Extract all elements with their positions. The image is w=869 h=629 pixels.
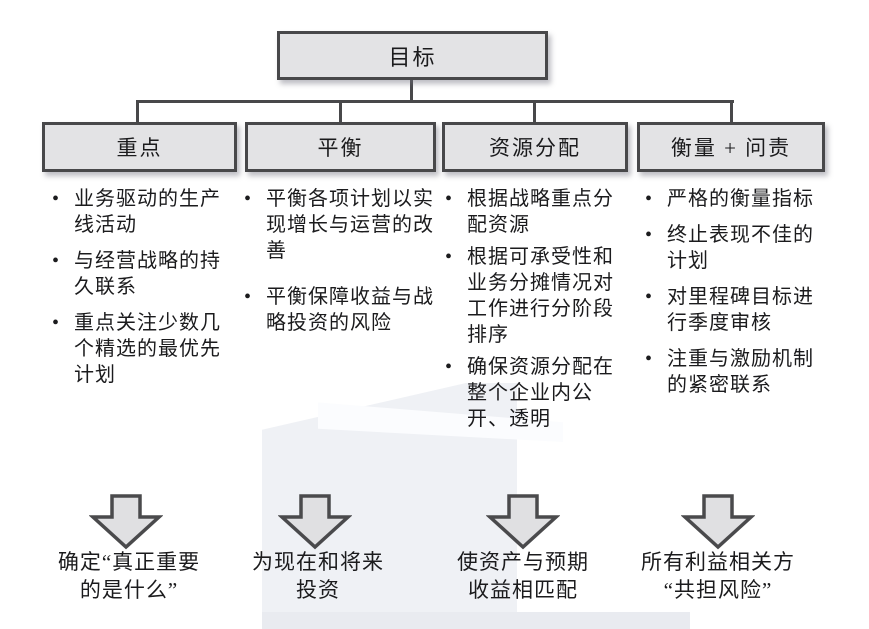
bullet-icon: • bbox=[244, 286, 252, 308]
bullet-icon: • bbox=[445, 356, 453, 378]
down-arrow-icon bbox=[278, 494, 352, 550]
bullet-text: 对里程碑目标进行季度审核 bbox=[667, 286, 814, 334]
bullet-text: 根据战略重点分配资源 bbox=[467, 188, 614, 236]
bullet-text: 平衡保障收益与战略投资的风险 bbox=[266, 286, 434, 334]
bullet-text: 确保资源分配在整个企业内公开、透明 bbox=[467, 356, 614, 430]
list-item: • 严格的衡量指标 bbox=[645, 186, 827, 212]
down-arrow-icon bbox=[486, 494, 560, 550]
goal-label: 目标 bbox=[388, 44, 437, 70]
bullet-icon: • bbox=[645, 188, 653, 210]
bullet-text: 终止表现不佳的计划 bbox=[667, 224, 814, 272]
list-item: • 注重与激励机制的紧密联系 bbox=[645, 346, 827, 398]
down-arrow-icon bbox=[681, 494, 755, 550]
watermark-strip bbox=[262, 612, 690, 629]
list-item: • 业务驱动的生产线活动 bbox=[52, 186, 238, 238]
bullet-list-balance: • 平衡各项计划以实现增长与运营的改善 • 平衡保障收益与战略投资的风险 bbox=[244, 186, 440, 356]
list-item: • 对里程碑目标进行季度审核 bbox=[645, 284, 827, 336]
list-item: • 根据可承受性和业务分摊情况对工作进行分阶段排序 bbox=[445, 244, 631, 348]
down-arrow-icon bbox=[89, 494, 163, 550]
header-box-measure-accountability: 衡量 + 问责 bbox=[637, 122, 825, 172]
connector-stub-focus bbox=[136, 100, 139, 124]
bullet-text: 业务驱动的生产线活动 bbox=[74, 188, 221, 236]
list-item: • 与经营战略的持久联系 bbox=[52, 248, 238, 300]
bullet-text: 平衡各项计划以实现增长与运营的改善 bbox=[266, 188, 434, 262]
caption-resource-allocation: 使资产与预期 收益相匹配 bbox=[457, 550, 589, 602]
bullet-icon: • bbox=[445, 188, 453, 210]
connector-stub-measure bbox=[730, 100, 733, 124]
connector-horizontal bbox=[136, 100, 734, 103]
bullet-list-focus: • 业务驱动的生产线活动 • 与经营战略的持久联系 • 重点关注少数几个精选的最… bbox=[52, 186, 238, 398]
bullet-list-resource-allocation: • 根据战略重点分配资源 • 根据可承受性和业务分摊情况对工作进行分阶段排序 •… bbox=[445, 186, 631, 438]
bullet-icon: • bbox=[52, 250, 60, 272]
goal-box: 目标 bbox=[277, 31, 548, 80]
list-item: • 平衡各项计划以实现增长与运营的改善 bbox=[244, 186, 440, 264]
list-item: • 终止表现不佳的计划 bbox=[645, 222, 827, 274]
bullet-text: 根据可承受性和业务分摊情况对工作进行分阶段排序 bbox=[467, 246, 614, 346]
bullet-text: 重点关注少数几个精选的最优先计划 bbox=[74, 312, 221, 386]
bullet-icon: • bbox=[52, 312, 60, 334]
header-box-resource-allocation: 资源分配 bbox=[442, 122, 628, 172]
bullet-icon: • bbox=[244, 188, 252, 210]
bullet-text: 与经营战略的持久联系 bbox=[74, 250, 221, 298]
bullet-icon: • bbox=[645, 224, 653, 246]
caption-balance: 为现在和将来 投资 bbox=[252, 550, 384, 602]
bullet-icon: • bbox=[445, 246, 453, 268]
bullet-text: 严格的衡量指标 bbox=[667, 188, 814, 210]
list-item: • 平衡保障收益与战略投资的风险 bbox=[244, 284, 440, 336]
header-label-focus: 重点 bbox=[116, 136, 163, 160]
connector-stub-resource bbox=[533, 100, 536, 124]
header-box-balance: 平衡 bbox=[245, 122, 436, 172]
list-item: • 确保资源分配在整个企业内公开、透明 bbox=[445, 354, 631, 432]
list-item: • 重点关注少数几个精选的最优先计划 bbox=[52, 310, 238, 388]
caption-measure-accountability: 所有利益相关方 “共担风险” bbox=[641, 550, 795, 602]
connector-root-vertical bbox=[410, 78, 413, 103]
header-label-balance: 平衡 bbox=[317, 136, 364, 160]
bullet-list-measure-accountability: • 严格的衡量指标 • 终止表现不佳的计划 • 对里程碑目标进行季度审核 • 注… bbox=[645, 186, 827, 408]
header-label-resource-allocation: 资源分配 bbox=[489, 136, 581, 160]
bullet-text: 注重与激励机制的紧密联系 bbox=[667, 348, 814, 396]
caption-focus: 确定“真正重要 的是什么” bbox=[57, 550, 201, 602]
bullet-icon: • bbox=[645, 286, 653, 308]
list-item: • 根据战略重点分配资源 bbox=[445, 186, 631, 238]
bullet-icon: • bbox=[645, 348, 653, 370]
bullet-icon: • bbox=[52, 188, 60, 210]
header-label-measure-accountability: 衡量 + 问责 bbox=[670, 136, 792, 160]
header-box-focus: 重点 bbox=[42, 122, 237, 172]
connector-stub-balance bbox=[339, 100, 342, 124]
